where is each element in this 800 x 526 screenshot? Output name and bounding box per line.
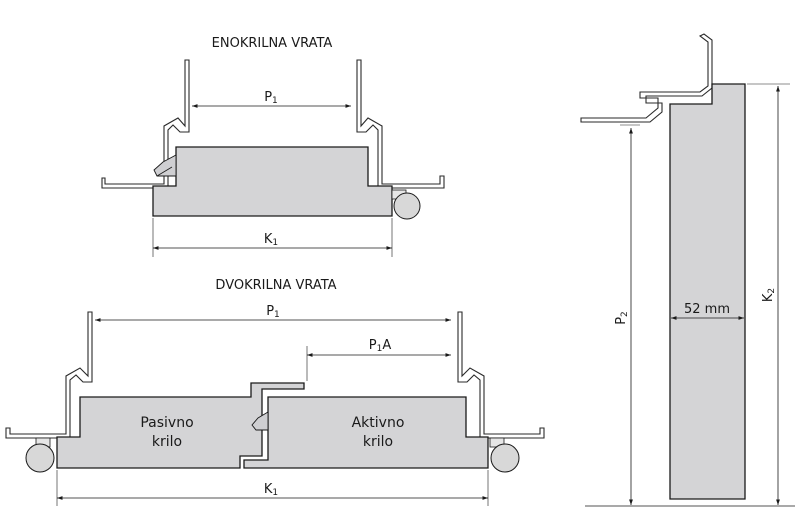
single-latch-line <box>156 166 173 177</box>
single-dim-k1-label: K1 <box>264 232 278 248</box>
double-frame-left <box>5 311 93 439</box>
active-leaf-label-1: Aktivno <box>352 415 405 431</box>
single-frame-right <box>356 59 445 189</box>
single-door-leaf <box>152 146 393 217</box>
single-dim-p1-label: P1 <box>264 90 278 106</box>
single-door-title: ENOKRILNA VRATA <box>212 36 333 51</box>
active-leaf-label-2: krilo <box>363 434 393 450</box>
double-hinge-right-icon <box>490 443 520 473</box>
double-dim-p1a-label: P1A <box>369 338 392 354</box>
section-dim-p2-label: P2 <box>614 311 630 325</box>
double-door-drawing: DVOKRILNA VRATA P1 P1A Pasivno krilo Akt… <box>5 278 545 506</box>
double-frame-right <box>457 311 545 439</box>
double-door-title: DVOKRILNA VRATA <box>215 278 336 293</box>
active-leaf <box>243 396 489 469</box>
double-latch <box>251 411 269 431</box>
vertical-section-drawing: P2 K2 52 mm <box>580 33 795 507</box>
passive-leaf-label-2: krilo <box>152 434 182 450</box>
single-latch <box>153 154 177 177</box>
passive-leaf-label-1: Pasivno <box>140 415 193 431</box>
single-door-drawing: ENOKRILNA VRATA P1 K1 <box>101 36 445 257</box>
double-hinge-left-icon <box>25 443 55 473</box>
passive-leaf <box>56 382 305 469</box>
double-dim-k1-label: K1 <box>264 482 278 498</box>
double-dim-p1-label: P1 <box>266 304 280 320</box>
single-frame-left <box>101 59 190 189</box>
section-door-leaf <box>669 83 746 500</box>
single-hinge-icon <box>393 192 421 220</box>
section-thickness-label: 52 mm <box>684 302 730 317</box>
section-frame-top <box>580 33 713 123</box>
section-dim-k2-label: K2 <box>761 288 777 302</box>
